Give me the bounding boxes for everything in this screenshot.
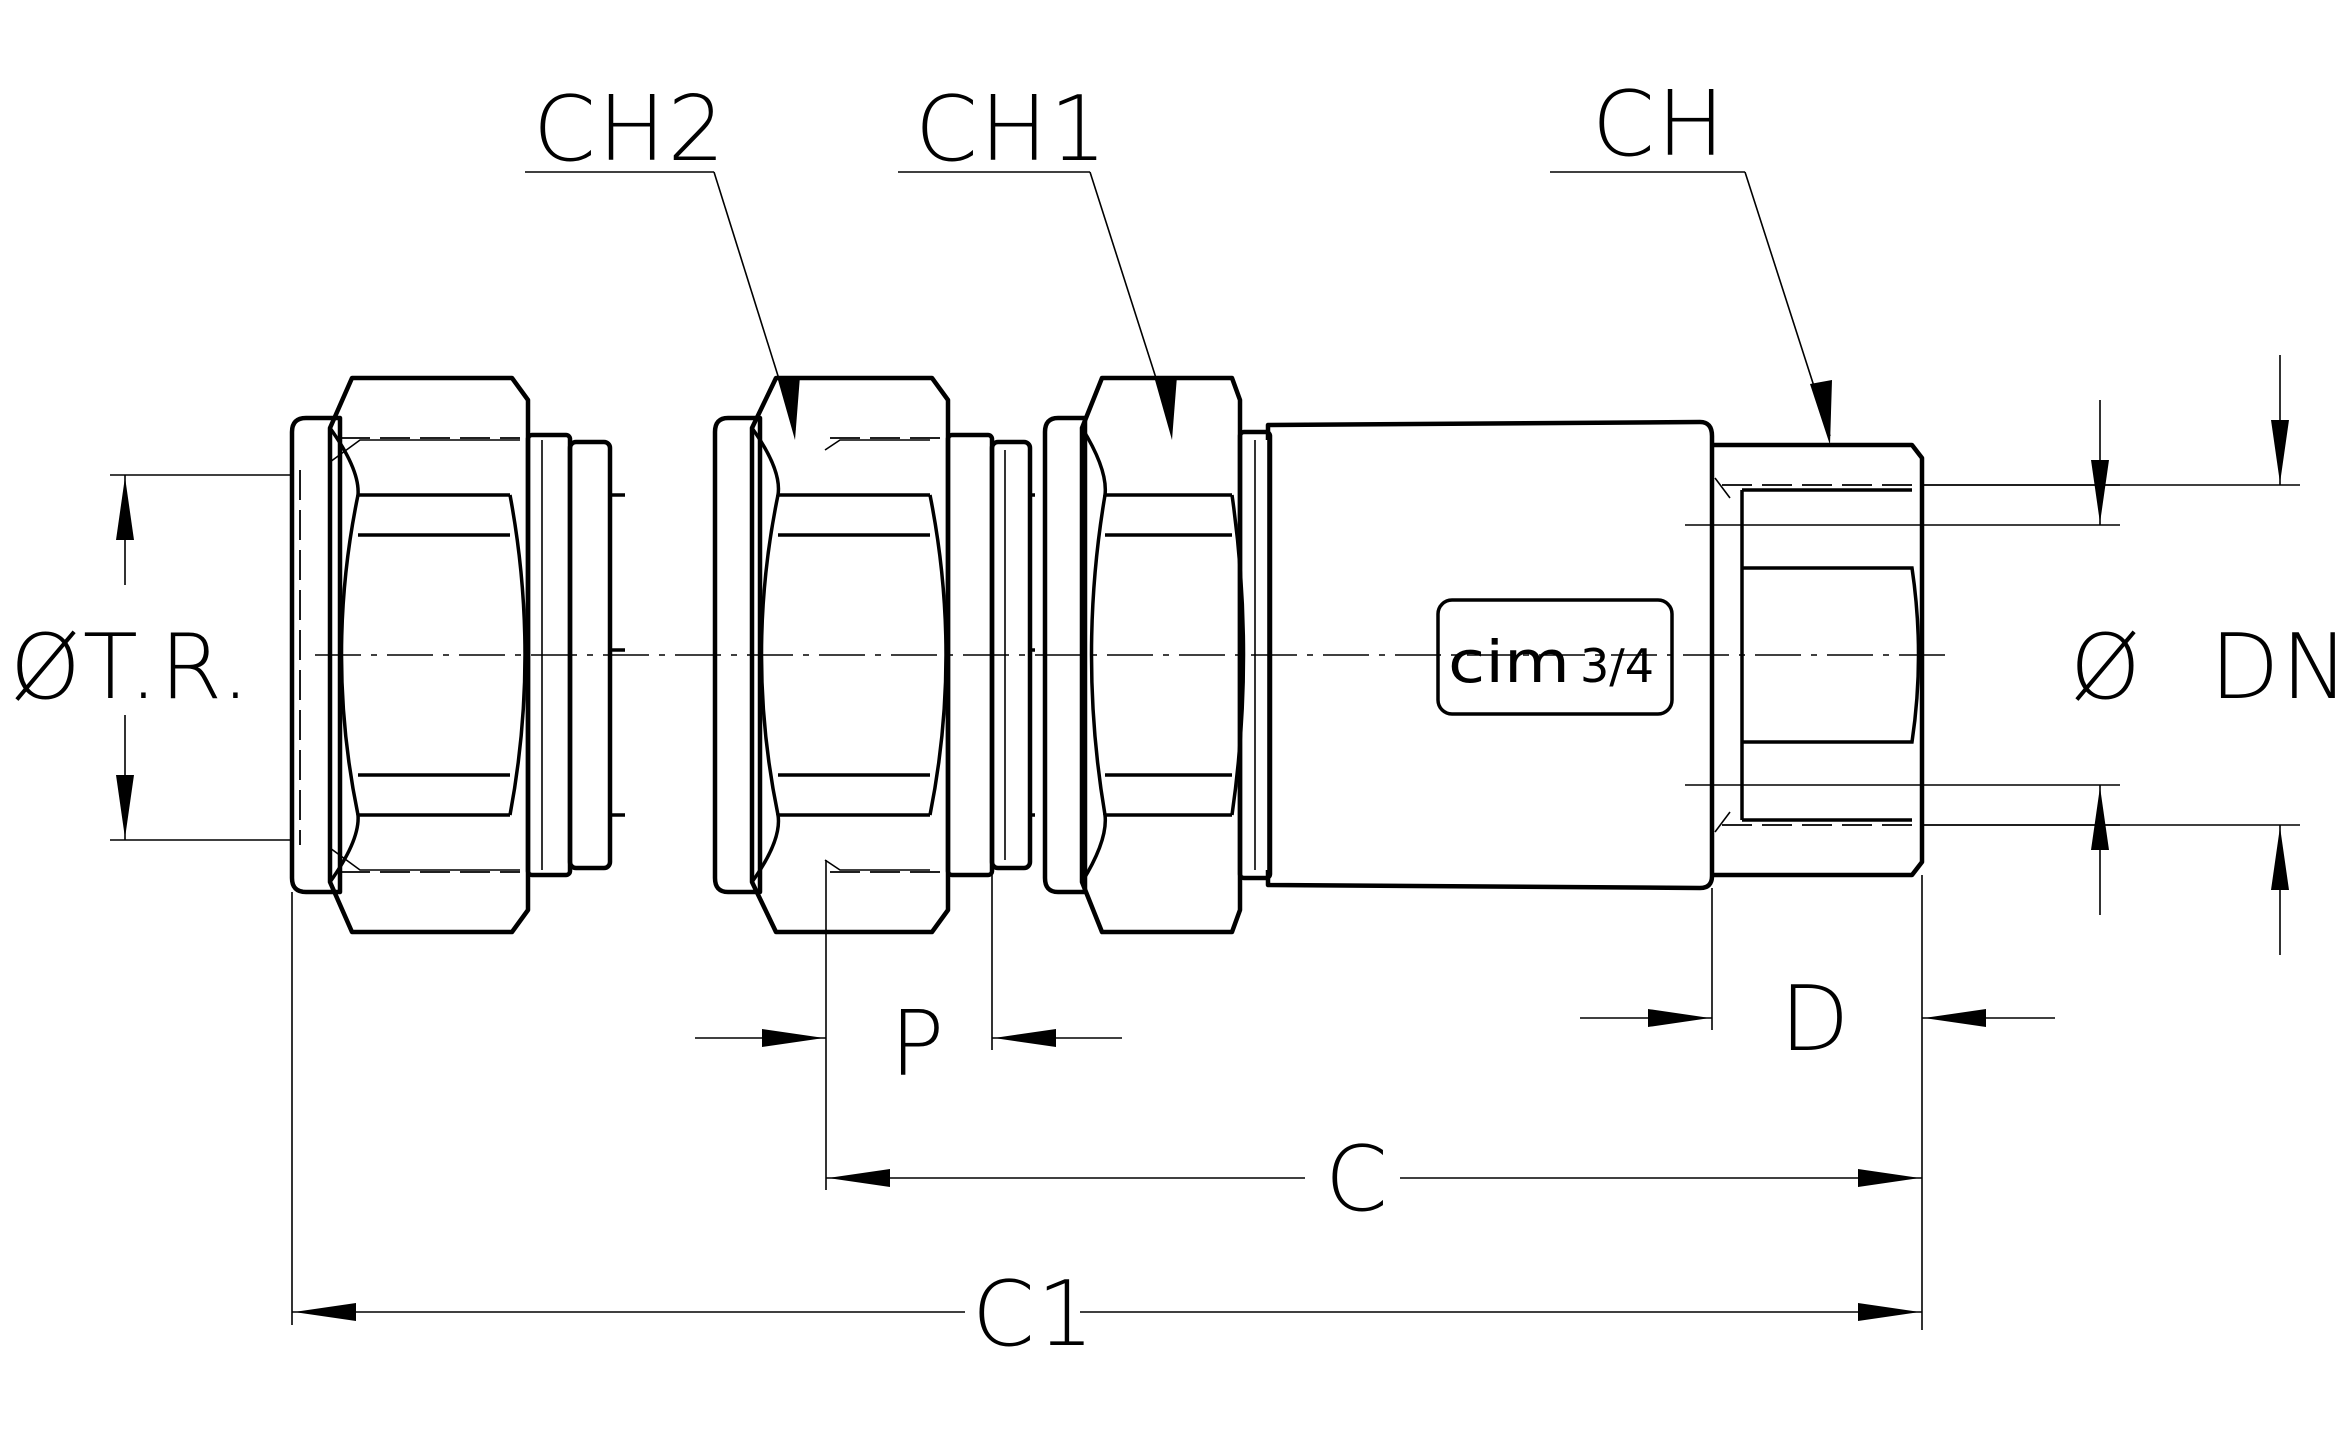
dimension-tube-diameter	[110, 474, 292, 841]
dimension-p	[695, 860, 1122, 1190]
label-bore-diameter: Ø	[2070, 615, 2143, 720]
left-compression-nut	[289, 375, 625, 935]
label-tube-diameter: ØT.R.	[10, 615, 252, 720]
dimension-nominal-diameter	[1920, 355, 2300, 955]
label-p: P	[890, 992, 946, 1097]
dimension-c1	[291, 892, 1922, 1325]
female-end-ch	[1712, 442, 1925, 878]
label-ch: CH	[1592, 72, 1727, 177]
label-nominal-diameter: DN	[2210, 615, 2338, 720]
valve-body	[1254, 419, 1715, 891]
size-marking: 3/4	[1580, 639, 1654, 693]
label-ch2: CH2	[533, 77, 727, 182]
nut-ch1	[1042, 375, 1273, 935]
dimension-bore-diameter	[1685, 400, 2120, 915]
dimension-c	[826, 1169, 1922, 1187]
label-d: D	[1780, 967, 1851, 1072]
middle-nut-ch2	[712, 375, 1035, 935]
leader-lines	[525, 171, 1832, 445]
label-c1: C1	[972, 1262, 1096, 1367]
brand-stamp: cim 3/4	[1436, 598, 1674, 716]
dimension-d	[1580, 875, 2055, 1330]
label-c: C	[1325, 1127, 1390, 1232]
label-ch1: CH1	[915, 77, 1109, 182]
brand-logo: cim	[1448, 628, 1570, 696]
